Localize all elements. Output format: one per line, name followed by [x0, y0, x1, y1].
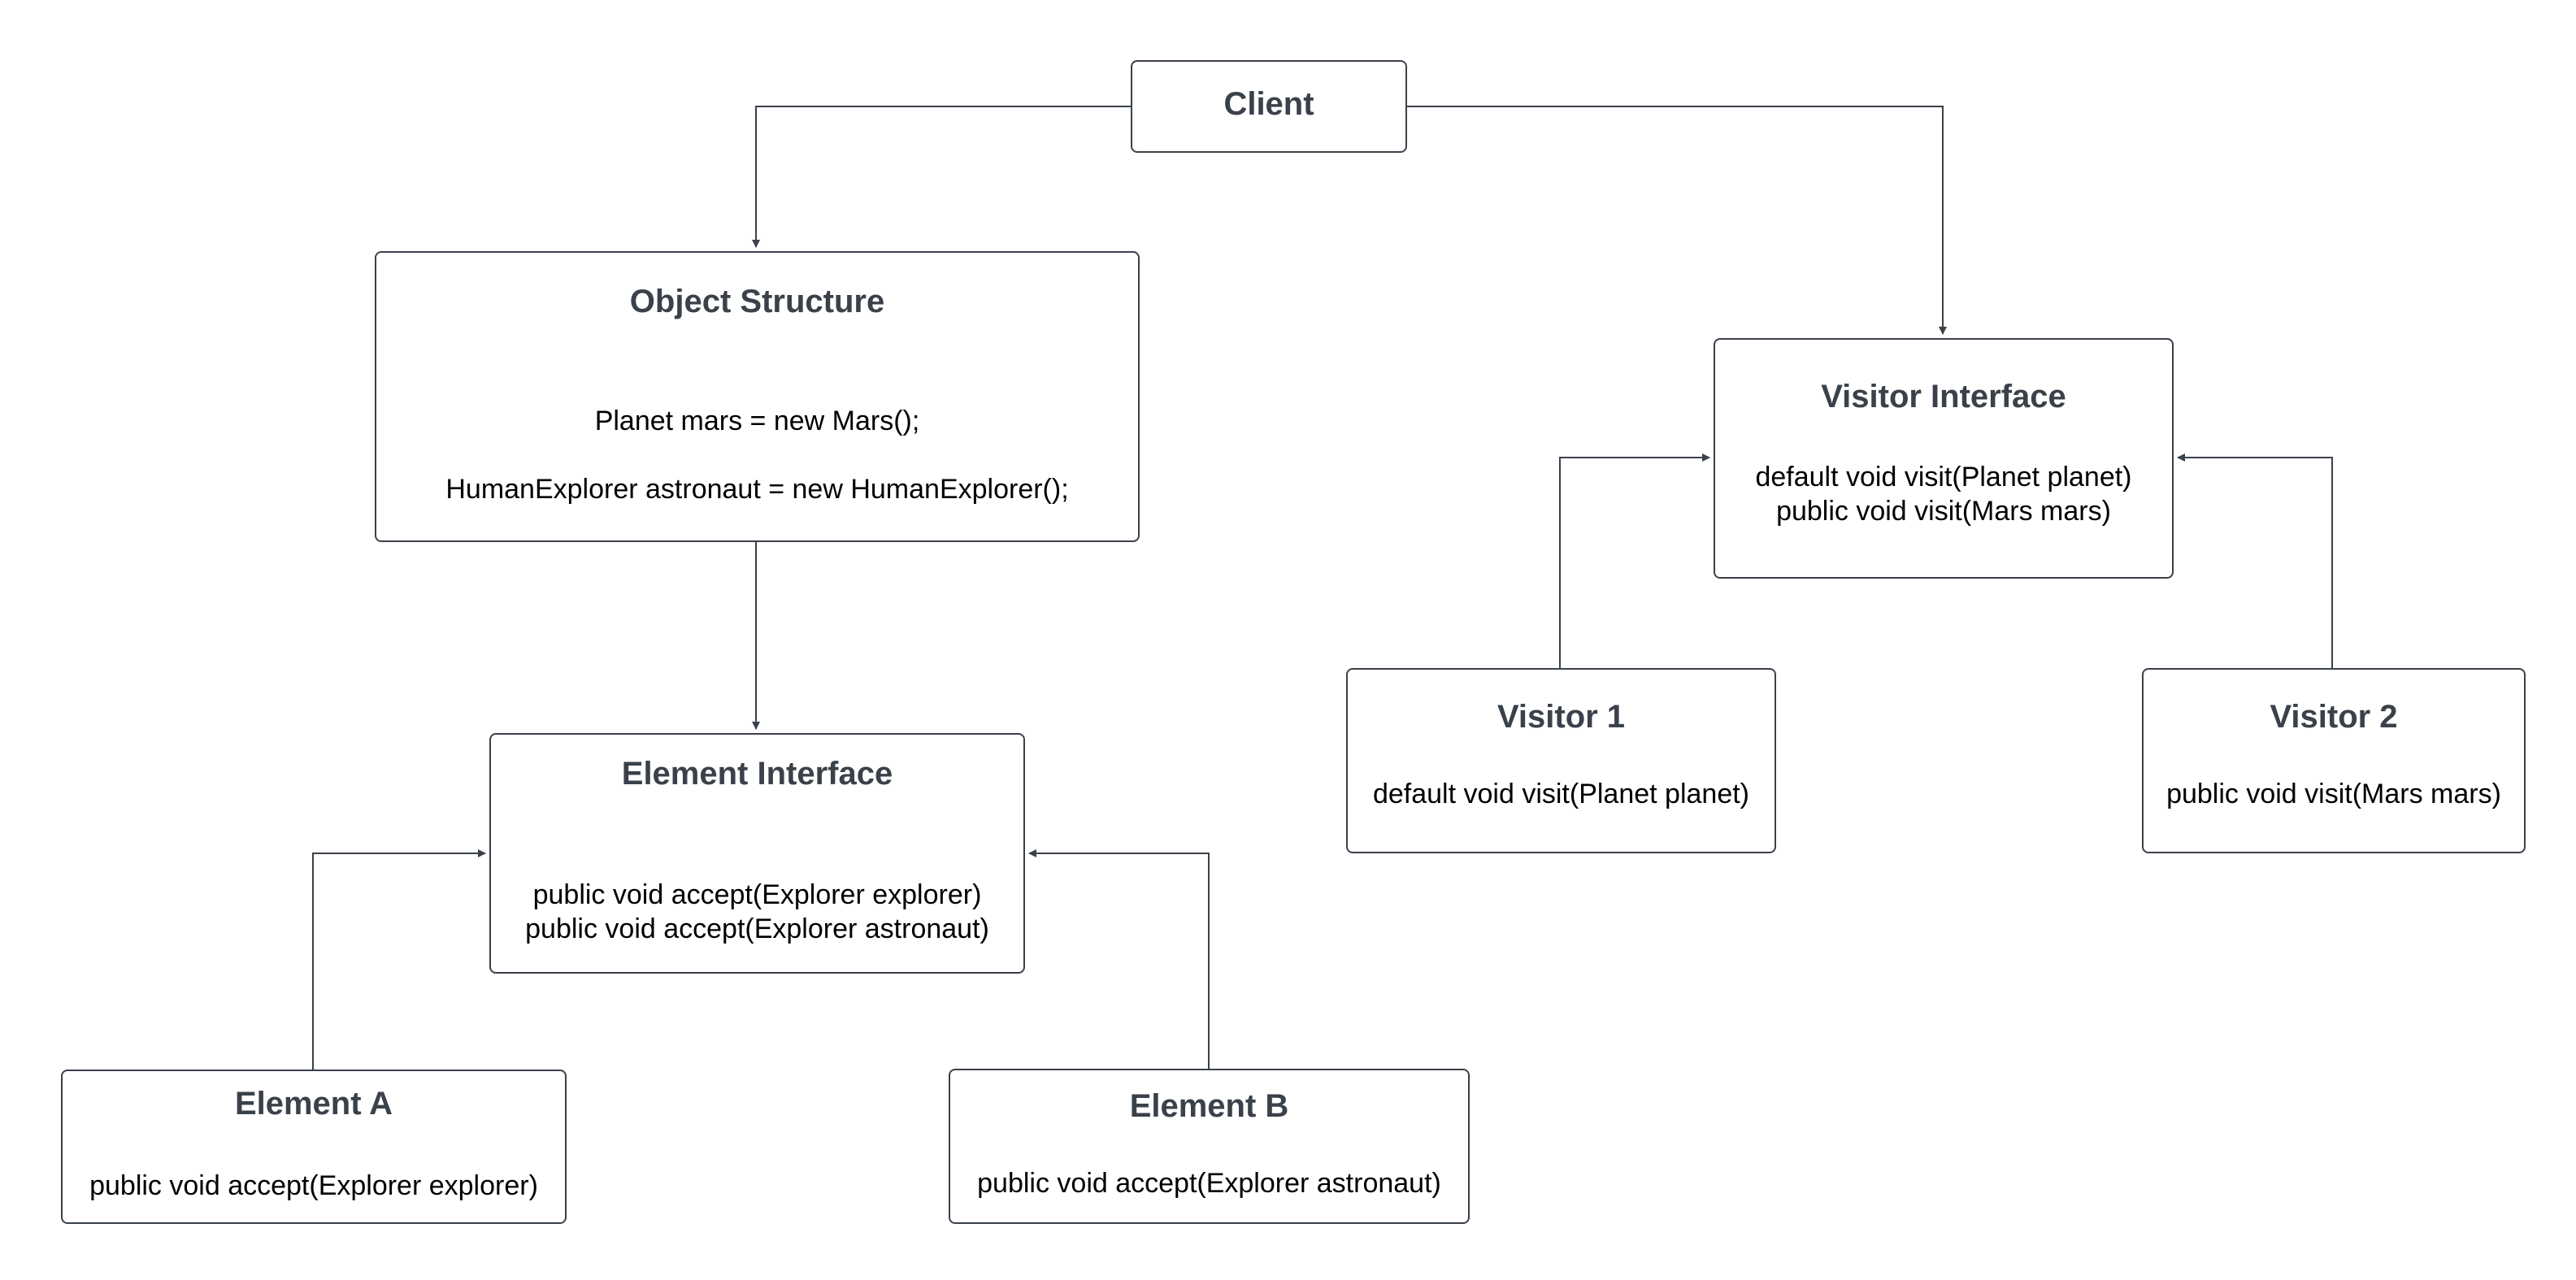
visitor-interface-line-1: default void visit(Planet planet)	[1755, 462, 2132, 492]
object-structure-line-1: Planet mars = new Mars();	[594, 406, 920, 436]
visitor-1-node: Visitor 1 default void visit(Planet plan…	[1346, 668, 1776, 853]
object-structure-line-2: HumanExplorer astronaut = new HumanExplo…	[445, 474, 1069, 505]
edge-element-a-to-element-interface	[312, 849, 486, 1070]
edge-client-to-visitor-interface	[1407, 106, 1947, 335]
element-b-node: Element B public void accept(Explorer as…	[949, 1069, 1470, 1224]
element-interface-title: Element Interface	[621, 756, 893, 792]
edge-client-to-object-structure	[752, 106, 1131, 248]
element-interface-line-2: public void accept(Explorer astronaut)	[525, 913, 989, 944]
visitor-interface-title: Visitor Interface	[1821, 379, 2066, 414]
edge-visitor-1-to-visitor-interface	[1559, 453, 1710, 668]
object-structure-node: Object Structure Planet mars = new Mars(…	[375, 251, 1140, 542]
element-a-line-1: public void accept(Explorer explorer)	[89, 1170, 538, 1201]
client-title: Client	[1223, 86, 1314, 122]
visitor-2-node: Visitor 2 public void visit(Mars mars)	[2142, 668, 2526, 853]
visitor-1-line-1: default void visit(Planet planet)	[1372, 779, 1750, 809]
visitor-2-title: Visitor 2	[2270, 699, 2398, 735]
edge-visitor-2-to-visitor-interface	[2177, 453, 2333, 668]
element-a-node: Element A public void accept(Explorer ex…	[61, 1070, 567, 1224]
visitor-1-title: Visitor 1	[1497, 699, 1626, 735]
visitor-2-line-1: public void visit(Mars mars)	[2166, 779, 2501, 809]
object-structure-title: Object Structure	[629, 284, 885, 319]
visitor-interface-node: Visitor Interface default void visit(Pla…	[1714, 338, 2174, 579]
element-b-line-1: public void accept(Explorer astronaut)	[977, 1168, 1441, 1199]
client-node: Client	[1131, 60, 1407, 153]
element-interface-line-1: public void accept(Explorer explorer)	[532, 879, 982, 910]
element-interface-node: Element Interface public void accept(Exp…	[489, 733, 1025, 974]
element-a-title: Element A	[234, 1086, 393, 1122]
element-b-title: Element B	[1129, 1088, 1289, 1124]
visitor-interface-line-2: public void visit(Mars mars)	[1776, 496, 2111, 527]
edge-element-b-to-element-interface	[1028, 849, 1210, 1069]
